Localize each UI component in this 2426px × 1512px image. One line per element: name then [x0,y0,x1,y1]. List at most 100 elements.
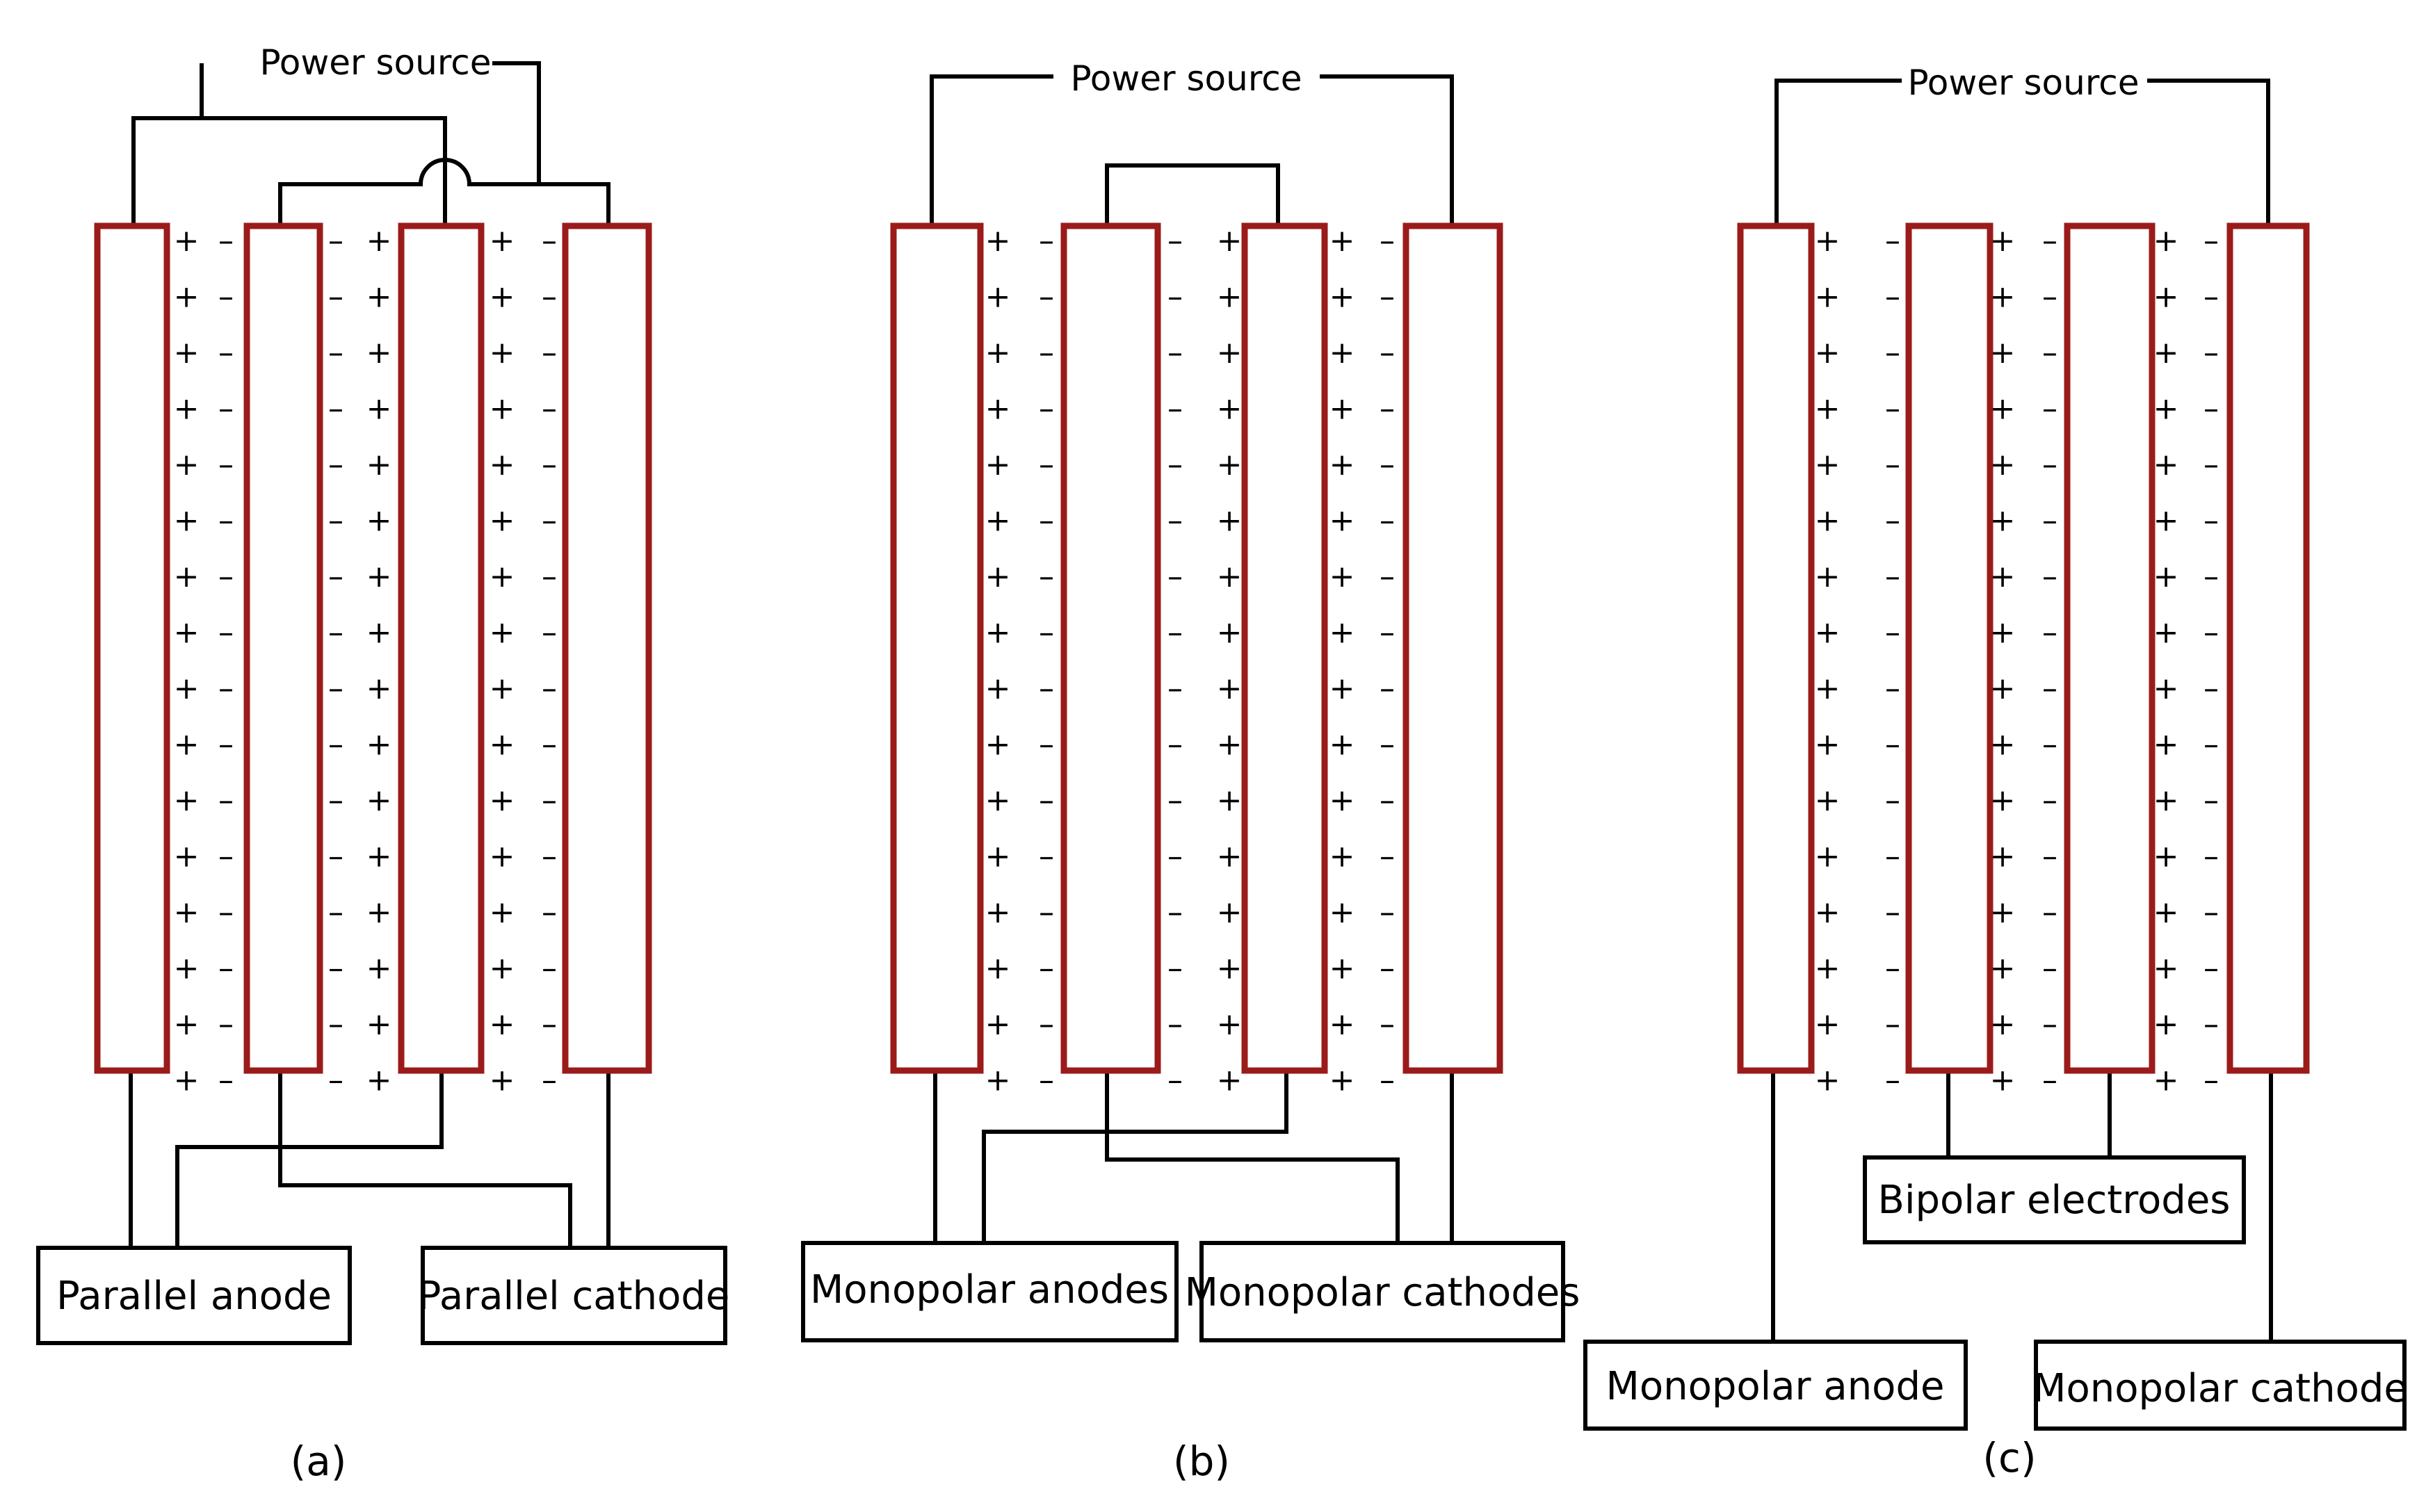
electrode-b4 [1402,222,1503,1074]
plus-sign: + [1990,503,2016,539]
plus-sign: + [1329,559,1355,594]
electrode-c3 [2064,222,2156,1074]
plus-sign: + [985,1063,1011,1098]
minus-sign: – [2203,951,2219,986]
plus-sign: + [1329,503,1355,539]
parallel-cathode-box: Parallel cathode [418,1246,729,1345]
plus-sign: + [1329,783,1355,818]
monopolar-cathode-box: Monopolar cathode [2032,1340,2408,1431]
plus-sign: + [985,559,1011,594]
plus-sign: + [490,559,515,594]
plus-sign: + [2153,615,2179,651]
minus-sign: – [2042,279,2057,315]
plus-sign: + [366,335,392,371]
plus-sign: + [985,671,1011,706]
plus-sign: + [490,391,515,427]
minus-sign: – [1039,279,1054,315]
plus-sign: + [366,391,392,427]
plus-sign: + [1990,279,2016,315]
plus-sign: + [2153,391,2179,427]
panel-a-charges: ++++++++++++++++––––––––––––––––––––––––… [174,223,557,1098]
minus-sign: – [328,951,343,986]
minus-sign: – [328,615,343,651]
plus-sign: + [1217,335,1243,371]
minus-sign: – [1167,391,1183,427]
plus-sign: + [1217,447,1243,482]
minus-sign: – [2042,1007,2057,1042]
plus-sign: + [1329,839,1355,875]
plus-sign: + [490,1007,515,1042]
minus-sign: – [542,1007,557,1042]
minus-sign: – [1039,727,1054,763]
plus-sign: + [490,335,515,371]
minus-sign: – [1039,1007,1054,1042]
plus-sign: + [2153,335,2179,371]
minus-sign: – [1380,447,1395,482]
minus-sign: – [328,727,343,763]
minus-sign: – [1039,223,1054,259]
minus-sign: – [218,615,234,651]
minus-sign: – [542,1063,557,1098]
plus-sign: + [1217,951,1243,986]
minus-sign: – [1039,951,1054,986]
plus-sign: + [2153,783,2179,818]
monopolar-cathodes-label: Monopolar cathodes [1185,1270,1580,1315]
plus-sign: + [1990,727,2016,763]
minus-sign: – [2042,335,2057,371]
plus-sign: + [1990,839,2016,875]
plus-sign: + [490,503,515,539]
minus-sign: – [2203,615,2219,651]
plus-sign: + [1217,615,1243,651]
plus-sign: + [1329,895,1355,930]
parallel-anode-box: Parallel anode [36,1246,352,1345]
minus-sign: – [1039,391,1054,427]
minus-sign: – [328,671,343,706]
minus-sign: – [2042,783,2057,818]
plus-sign: + [1815,615,1841,651]
electrode-c1 [1737,222,1815,1074]
panel-b-electrodes [890,222,1503,1074]
minus-sign: – [542,727,557,763]
monopolar-anode-box: Monopolar anode [1583,1340,1968,1431]
electrode-a2 [243,222,323,1074]
minus-sign: – [1039,503,1054,539]
panel-a-electrodes [94,222,652,1074]
plus-sign: + [1217,503,1243,539]
plus-sign: + [1217,783,1243,818]
minus-sign: – [328,839,343,875]
panel-b-charges: ++++++++++++++++––––––––––––––––––––––––… [985,223,1395,1098]
plus-sign: + [366,559,392,594]
minus-sign: – [1885,559,1900,594]
minus-sign: – [1380,559,1395,594]
plus-sign: + [366,503,392,539]
minus-sign: – [1380,615,1395,651]
minus-sign: – [1380,951,1395,986]
plus-sign: + [1217,279,1243,315]
minus-sign: – [218,223,234,259]
panel-c-charges: ++++++++++++++++––––––––––––––––++++++++… [1815,223,2219,1098]
minus-sign: – [1167,839,1183,875]
minus-sign: – [2042,1063,2057,1098]
minus-sign: – [1167,279,1183,315]
minus-sign: – [1885,671,1900,706]
plus-sign: + [174,559,200,594]
plus-sign: + [366,783,392,818]
minus-sign: – [2042,895,2057,930]
plus-sign: + [2153,727,2179,763]
monopolar-cathode-label: Monopolar cathode [2032,1366,2408,1411]
minus-sign: – [542,223,557,259]
minus-sign: – [1380,1007,1395,1042]
minus-sign: – [2203,671,2219,706]
plus-sign: + [490,615,515,651]
plus-sign: + [1815,279,1841,315]
minus-sign: – [1167,951,1183,986]
minus-sign: – [218,279,234,315]
minus-sign: – [328,1007,343,1042]
power-source-label-a: Power source [259,42,491,83]
monopolar-anode-label: Monopolar anode [1606,1364,1945,1409]
minus-sign: – [542,503,557,539]
minus-sign: – [1380,895,1395,930]
minus-sign: – [542,615,557,651]
plus-sign: + [1815,1007,1841,1042]
minus-sign: – [1039,895,1054,930]
